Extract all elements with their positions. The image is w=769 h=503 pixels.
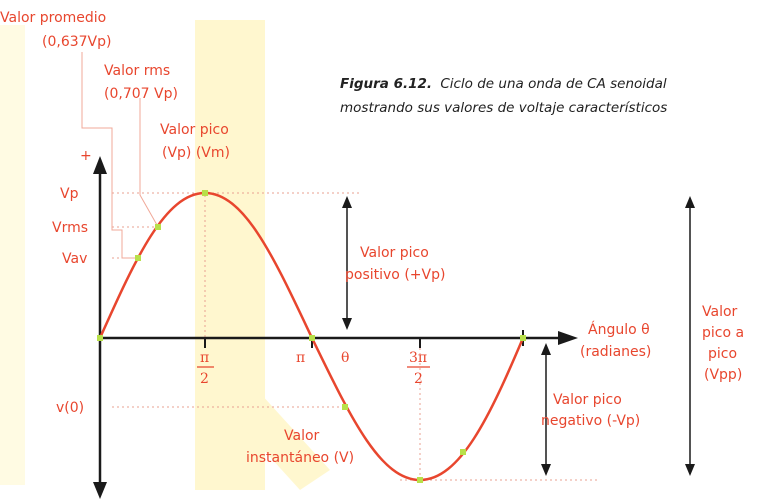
label-pico-positivo-1: Valor pico (360, 245, 429, 261)
y-axis-arrow-up (93, 156, 107, 174)
marker-peak (202, 190, 208, 196)
label-vav: Vav (62, 251, 87, 267)
label-radianes: (radianes) (580, 344, 651, 360)
marker-vrms (155, 224, 161, 230)
label-instantaneo-2: instantáneo (V) (246, 450, 354, 466)
figure-caption-line1: Figura 6.12. Ciclo de una onda de CA sen… (340, 76, 667, 92)
axes (93, 156, 578, 499)
marker-two-pi (520, 335, 526, 341)
label-pico-negativo-1: Valor pico (553, 392, 622, 408)
leader-lines (81, 52, 158, 259)
svg-text:2: 2 (414, 371, 423, 387)
label-valor-rms-value: (0,707 Vp) (104, 86, 178, 102)
svg-text:2: 2 (200, 371, 209, 387)
y-axis-arrow-down (93, 482, 107, 499)
label-pico-a-pico-2: pico a (702, 325, 744, 341)
label-pico-a-pico-4: (Vpp) (704, 367, 742, 383)
figure-caption-line2: mostrando sus valores de voltaje caracte… (340, 100, 667, 116)
pico-positivo-arrow (342, 196, 352, 330)
label-pico-a-pico-1: Valor (702, 304, 738, 320)
reference-lines (112, 192, 600, 481)
label-valor-promedio-value: (0,637Vp) (42, 34, 111, 50)
label-pico-negativo-2: negativo (-Vp) (541, 413, 640, 429)
label-valor-pico: Valor pico (160, 122, 229, 138)
x-axis-arrow (558, 331, 578, 345)
label-valor-promedio: Valor promedio (0, 10, 106, 26)
marker-origin (97, 335, 103, 341)
label-v0: v(0) (56, 400, 84, 416)
tick-label-theta: θ (341, 350, 349, 366)
marker-trough (417, 477, 423, 483)
label-instantaneo-1: Valor (284, 428, 320, 444)
tick-label-pi: π (296, 350, 305, 366)
label-plus: + (80, 148, 92, 164)
marker-pi (309, 335, 315, 341)
marker-late (460, 449, 466, 455)
label-valor-pico-value: (Vp) (Vm) (162, 145, 230, 161)
svg-text:3π: 3π (409, 350, 427, 366)
svg-text:π: π (200, 350, 209, 366)
pico-negativo-arrow (541, 343, 551, 476)
label-vp: Vp (60, 186, 79, 202)
tick-label-three-pi-half: 3π 2 (407, 350, 430, 387)
tick-label-pi-half: π 2 (197, 350, 214, 387)
label-valor-rms: Valor rms (104, 63, 170, 79)
label-pico-positivo-2: positivo (+Vp) (345, 267, 445, 283)
background-watermark (0, 20, 330, 490)
marker-vav (135, 255, 141, 261)
label-angulo: Ángulo θ (588, 321, 650, 338)
label-vrms: Vrms (52, 220, 88, 236)
marker-instant (342, 404, 348, 410)
label-pico-a-pico-3: pico (708, 346, 737, 362)
pico-a-pico-arrow (685, 196, 695, 476)
curve-markers (97, 190, 526, 483)
